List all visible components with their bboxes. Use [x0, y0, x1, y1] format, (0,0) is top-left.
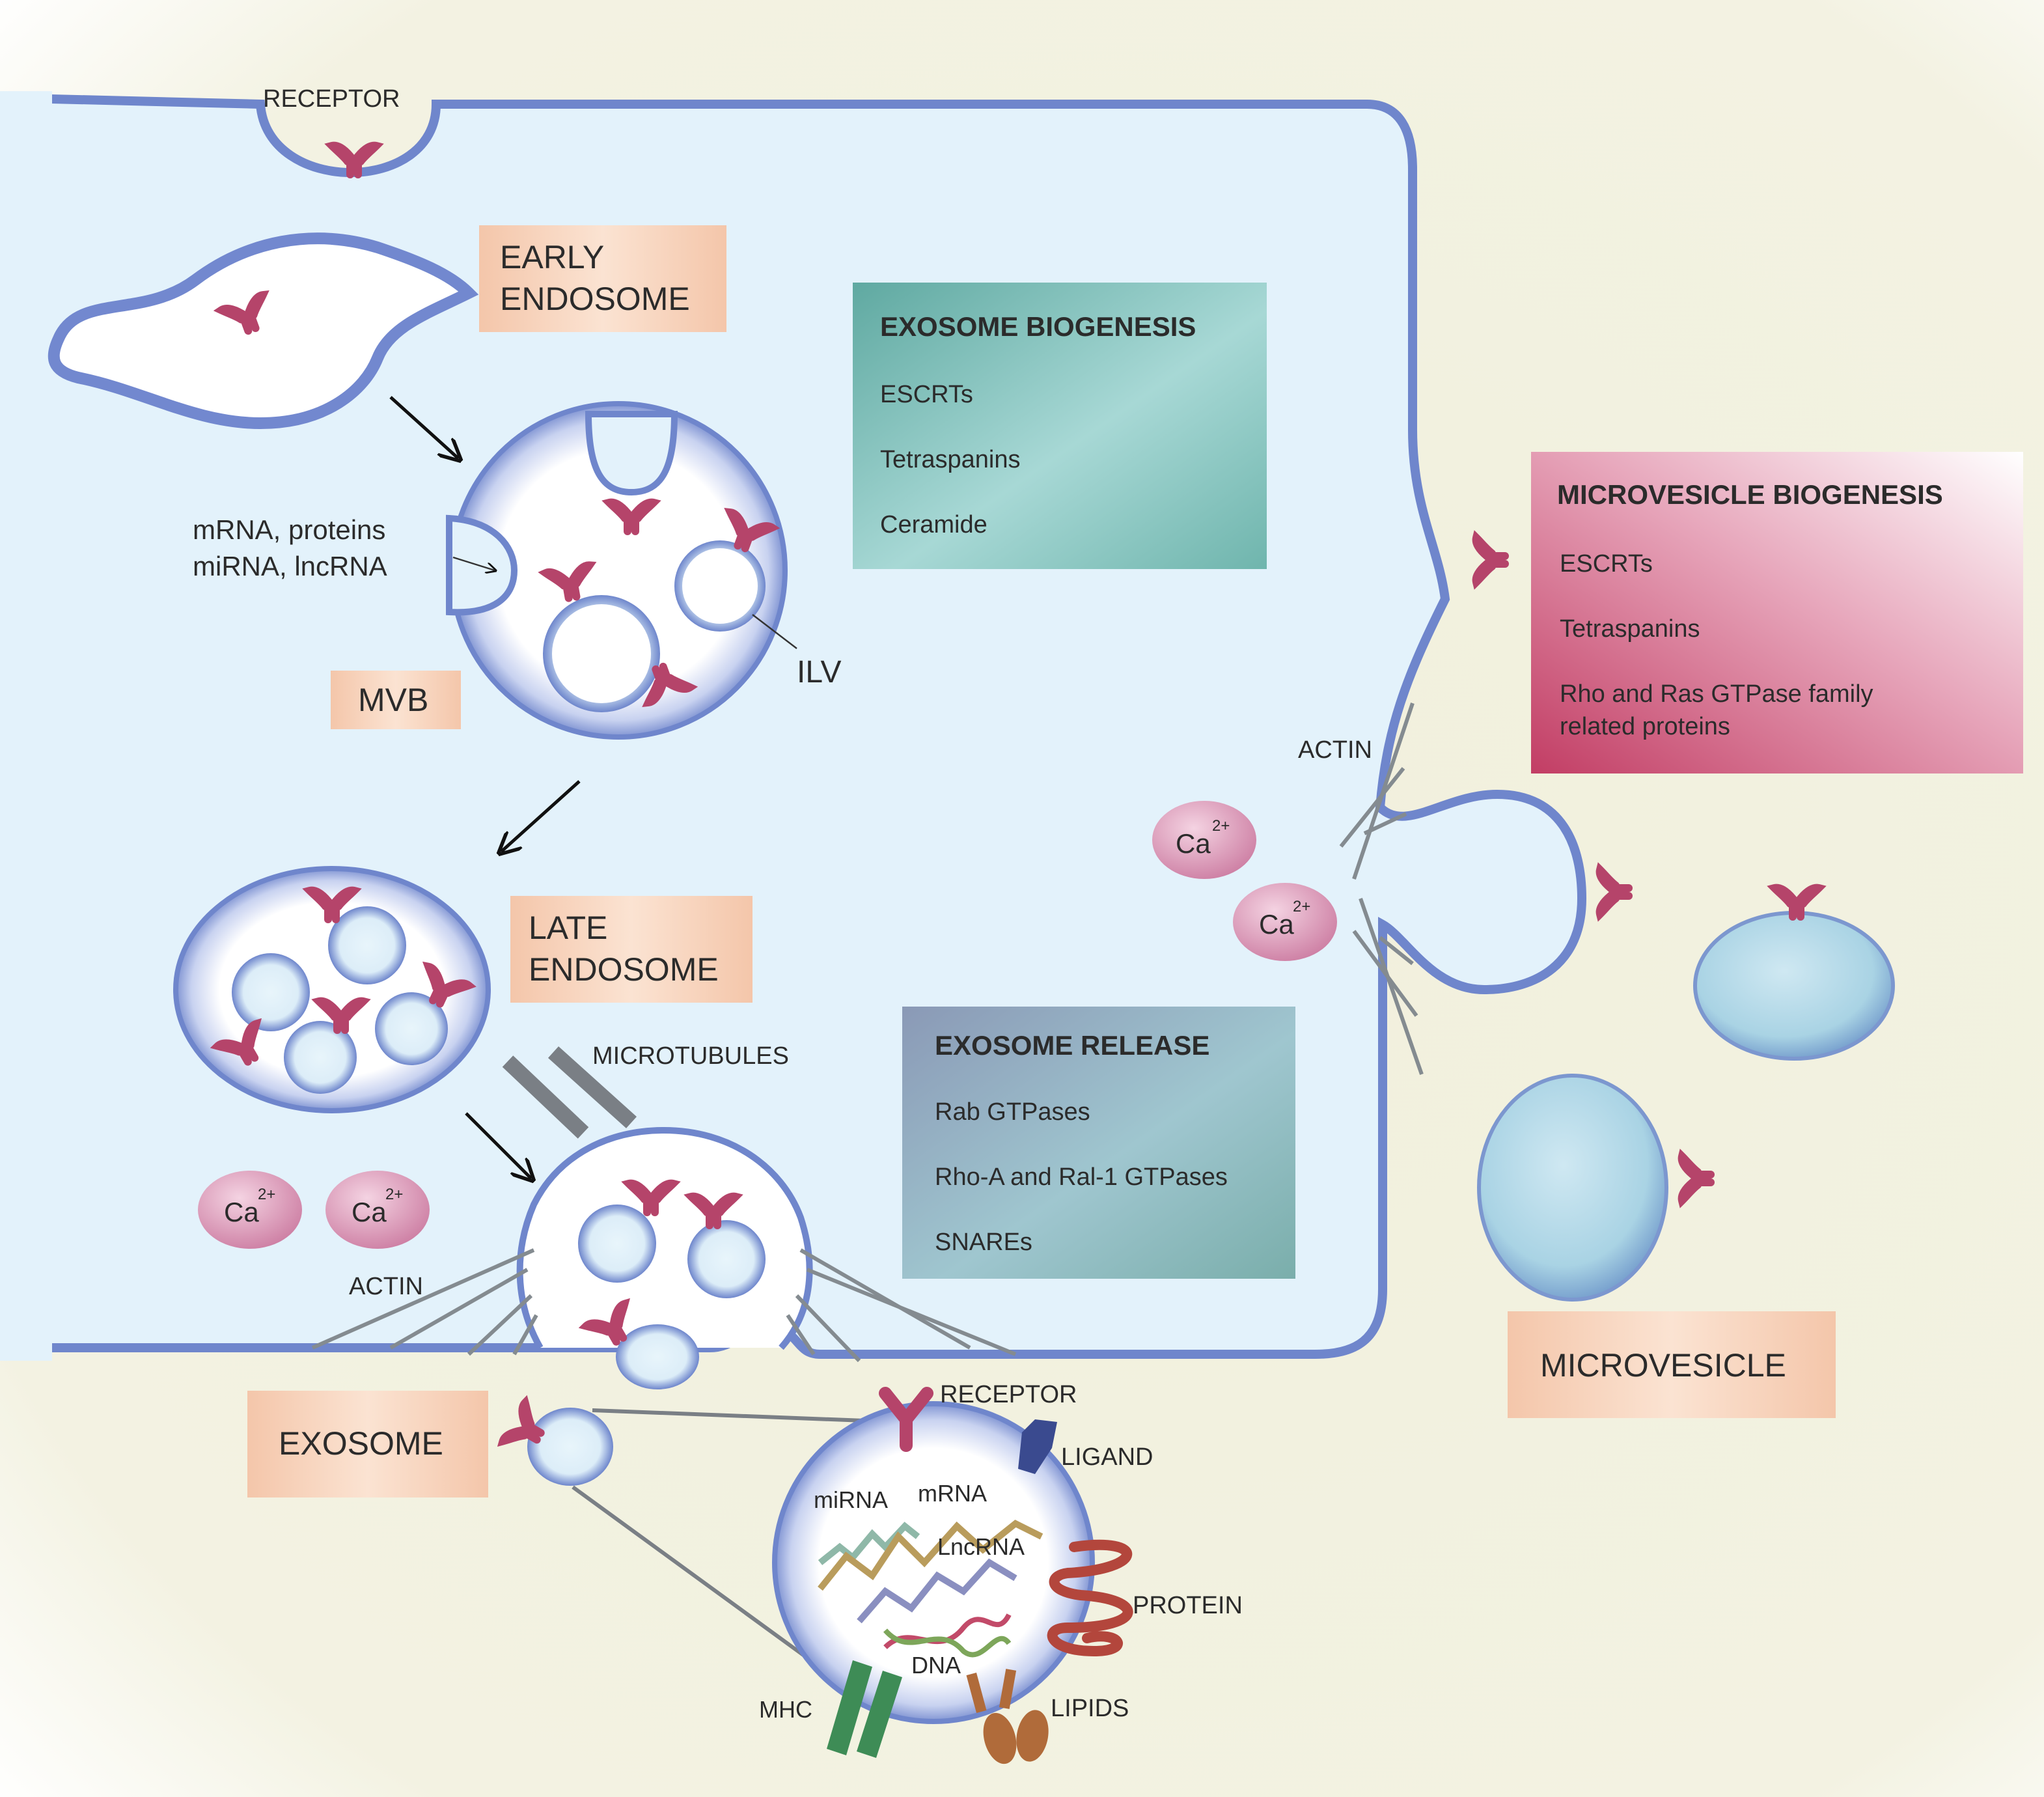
detail-protein-label: PROTEIN: [1133, 1592, 1243, 1619]
arrow-early-to-mvb: [389, 396, 458, 458]
svg-text:2+: 2+: [1212, 817, 1230, 835]
microvesicle-biogenesis-title: MICROVESICLE BIOGENESIS: [1557, 479, 1943, 510]
exosome-biogenesis-item-1: ESCRTs: [880, 381, 973, 408]
exosome-release-item-3: SNAREs: [935, 1229, 1032, 1256]
early-endosome: [48, 232, 479, 430]
cargo-arrow: [452, 556, 495, 570]
detail-receptor-label: RECEPTOR: [940, 1381, 1077, 1408]
fusing-ilv-1: [578, 1205, 656, 1283]
svg-text:Ca: Ca: [1176, 828, 1211, 859]
mirna-strand-icon: [818, 1522, 920, 1565]
protein-coil-icon: [1047, 1539, 1133, 1657]
exosome-label-box: [247, 1391, 488, 1498]
late-ilv-1: [328, 906, 406, 984]
svg-text:2+: 2+: [1293, 898, 1310, 915]
microvesicle-biogenesis-item-1: ESCRTs: [1560, 550, 1653, 578]
microvesicle-biogenesis-item-4: related proteins: [1560, 713, 1730, 740]
detail-lncrna-label: LncRNA: [937, 1533, 1025, 1560]
calcium-ion-1: Ca 2+: [198, 1171, 302, 1249]
cargo-label-1: mRNA, proteins: [193, 514, 385, 545]
late-endosome-label-box: [510, 896, 753, 1003]
arrow-late-to-fusion: [465, 1112, 531, 1178]
detail-mrna-label: mRNA: [918, 1480, 987, 1507]
microtubules-label: MICROTUBULES: [592, 1042, 789, 1070]
arrow-mvb-to-late: [501, 780, 581, 852]
fusing-mvb: [516, 1126, 813, 1350]
microvesicle-biogenesis-item-3: Rho and Ras GTPase family: [1560, 680, 1873, 708]
detail-lipids-label: LIPIDS: [1051, 1695, 1129, 1722]
calcium-ion-3: Ca 2+: [1152, 801, 1256, 879]
exosome-biogenesis-item-2: Tetraspanins: [880, 446, 1020, 473]
receptor-top-label: RECEPTOR: [263, 85, 400, 113]
cell-edge-fade: [0, 91, 52, 1361]
late-endosome-label-2: ENDOSOME: [529, 951, 719, 988]
mvb-label-box: [331, 671, 461, 729]
fusing-ilv-2: [687, 1220, 766, 1298]
lncrna-strand-icon: [857, 1558, 1017, 1624]
detail-mhc-label: MHC: [759, 1696, 812, 1723]
microvesicle-label: MICROVESICLE: [1540, 1347, 1786, 1384]
svg-text:2+: 2+: [258, 1186, 275, 1203]
late-ilv-2: [232, 953, 310, 1031]
microvesicle-label-box: [1508, 1311, 1836, 1418]
lipids-icon: [966, 1669, 1049, 1764]
exosome-release-item-1: Rab GTPases: [935, 1098, 1090, 1126]
calcium-ion-4: Ca 2+: [1233, 883, 1337, 961]
exosome-release-item-2: Rho-A and Ral-1 GTPases: [935, 1163, 1228, 1191]
actin-filaments-right: [1339, 703, 1424, 1075]
exosome-detail: [772, 1401, 1095, 1724]
late-endosome-label-1: LATE: [529, 910, 607, 946]
mrna-strand-icon: [818, 1520, 1043, 1591]
late-ilv-3: [375, 992, 448, 1065]
mvb-invagination-left: [446, 514, 518, 616]
mvb-label: MVB: [358, 682, 428, 718]
exosome-biogenesis-box: [853, 283, 1267, 569]
ilv-pointer: [752, 614, 797, 649]
ligand-icon: [1018, 1419, 1057, 1474]
microvesicle-biogenesis-item-2: Tetraspanins: [1560, 615, 1700, 643]
cargo-label-2: miRNA, lncRNA: [193, 551, 387, 581]
actin-label-right: ACTIN: [1298, 736, 1372, 764]
exosome-biogenesis-item-3: Ceramide: [880, 511, 987, 538]
released-exosome-1: [616, 1324, 699, 1389]
zoom-line-top: [592, 1408, 899, 1424]
late-ilv-4: [284, 1021, 357, 1094]
svg-text:Ca: Ca: [224, 1197, 259, 1227]
microtubules-icon: [502, 1046, 637, 1139]
early-endosome-label-1: EARLY: [500, 239, 604, 275]
detail-mirna-label: miRNA: [814, 1486, 888, 1513]
exosome-release-title: EXOSOME RELEASE: [935, 1030, 1209, 1061]
microvesicle-biogenesis-box: [1531, 452, 2023, 773]
calcium-ion-2: Ca 2+: [325, 1171, 430, 1249]
actin-label-bottom: ACTIN: [349, 1273, 423, 1300]
microvesicle-1: [1693, 911, 1895, 1061]
exosome-biogenesis-title: EXOSOME BIOGENESIS: [880, 311, 1196, 342]
detail-ligand-label: LIGAND: [1061, 1443, 1153, 1471]
actin-filaments-bottom: [311, 1248, 1017, 1363]
svg-text:Ca: Ca: [1259, 909, 1294, 940]
exosome-label: EXOSOME: [279, 1425, 443, 1462]
early-endosome-label-2: ENDOSOME: [500, 281, 690, 317]
ilv-label: ILV: [797, 655, 841, 690]
microvesicle-2: [1477, 1074, 1668, 1302]
mvb-invagination-top: [585, 411, 678, 496]
detail-dna-label: DNA: [911, 1652, 961, 1679]
exosome-small: [527, 1408, 613, 1486]
detail-receptor-icon: [879, 1387, 933, 1452]
svg-text:2+: 2+: [385, 1186, 403, 1203]
svg-text:Ca: Ca: [352, 1197, 387, 1227]
mhc-icon: [827, 1660, 902, 1758]
dna-helix-icon: [883, 1613, 1012, 1658]
early-endosome-label-box: [479, 225, 726, 332]
exosome-release-box: [902, 1007, 1295, 1279]
